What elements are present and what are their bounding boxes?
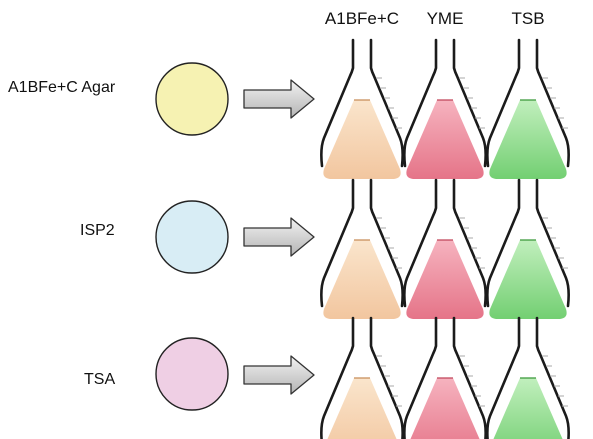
flask-icon: [320, 38, 404, 179]
agar-plate-isp2: [155, 200, 229, 274]
transfer-arrow-icon: [243, 355, 315, 395]
row-label-tsa: TSA: [84, 371, 115, 388]
flask-icon: [486, 316, 570, 439]
row-label-a1bfe-c-agar: A1BFe+C Agar: [8, 79, 116, 96]
agar-plate-tsa: [155, 337, 229, 411]
flask-icon: [403, 316, 487, 439]
flask-icon: [403, 38, 487, 179]
flask-icon: [486, 38, 570, 179]
row-label-isp2: ISP2: [80, 222, 115, 239]
flask-icon: [320, 316, 404, 439]
column-label-tsb: TSB: [511, 9, 544, 28]
agar-plate-a1bfe-c: [155, 62, 229, 136]
column-label-a1bfe-c: A1BFe+C: [325, 9, 399, 28]
transfer-arrow-icon: [243, 79, 315, 119]
flask-icon: [320, 178, 404, 319]
flask-icon: [486, 178, 570, 319]
transfer-arrow-icon: [243, 217, 315, 257]
column-label-yme: YME: [427, 9, 464, 28]
flask-icon: [403, 178, 487, 319]
